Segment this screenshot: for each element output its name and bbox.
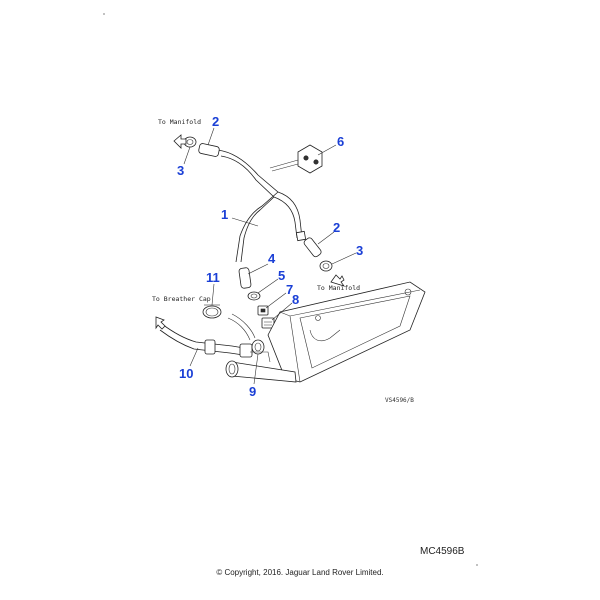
breather-pipe-drawing [217, 149, 307, 263]
callout-10: 10 [179, 366, 193, 381]
leader-lines [183, 127, 357, 385]
assembly-curves [227, 313, 256, 341]
callout-8: 8 [292, 292, 299, 307]
callout-6: 6 [337, 134, 344, 149]
hose-2-upper [198, 143, 220, 157]
clip-11 [202, 304, 222, 319]
diagram-code: MC4596B [420, 546, 465, 557]
arrow-to-manifold-right [330, 274, 346, 287]
callout-11: 11 [206, 270, 220, 285]
callout-1: 1 [221, 207, 228, 222]
breather-hose-10 [159, 323, 253, 358]
callout-9: 9 [249, 384, 256, 399]
note-to-manifold-upper: To Manifold [158, 118, 201, 126]
callout-3-upper: 3 [177, 163, 184, 178]
clip-5 [247, 291, 261, 301]
callout-2-right: 2 [333, 220, 340, 235]
callout-3-right: 3 [356, 243, 363, 258]
clip-3-right [319, 260, 333, 272]
hose-4 [238, 267, 252, 289]
bracket-6 [269, 144, 323, 174]
arrow-to-breather-cap [155, 316, 166, 330]
hose-2-right [303, 237, 322, 258]
note-to-manifold-right: To Manifold [317, 284, 360, 292]
cam-cover-housing [225, 281, 426, 383]
note-to-breather-cap: To Breather Cap [152, 295, 211, 303]
arrow-to-manifold-upper [173, 134, 187, 149]
corner-ticks [103, 13, 478, 566]
callout-2-upper: 2 [212, 114, 219, 129]
callout-7: 7 [286, 282, 293, 297]
view-reference: VS4596/B [385, 397, 414, 404]
union-7 [257, 305, 269, 316]
callout-4: 4 [268, 251, 276, 266]
callout-5: 5 [278, 268, 285, 283]
copyright-notice: © Copyright, 2016. Jaguar Land Rover Lim… [216, 568, 384, 577]
